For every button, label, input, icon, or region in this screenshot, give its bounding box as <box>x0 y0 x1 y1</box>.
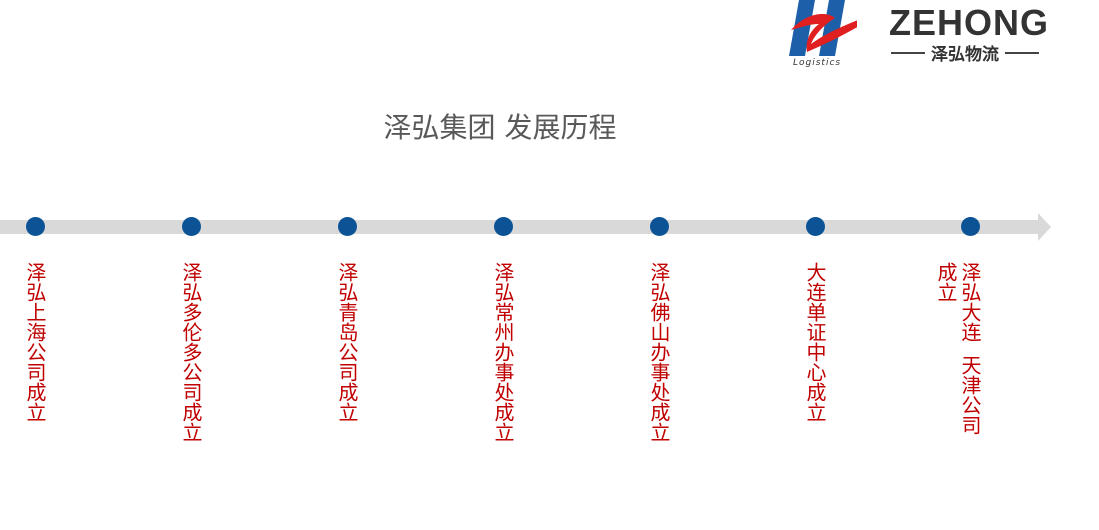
logo-cn-row: 泽弘物流 <box>891 40 1039 65</box>
milestone-text: 泽弘大连 天津公司 <box>958 262 982 435</box>
milestone-dot <box>805 217 825 236</box>
milestone-dot <box>181 217 201 236</box>
milestone-text: 泽弘常州办事处成立 <box>491 262 515 442</box>
logo-cn-name: 泽弘物流 <box>931 45 999 65</box>
timeline-arrow-icon <box>1038 213 1051 241</box>
logo-subtitle: Logistics <box>793 58 842 68</box>
milestone-text: 泽弘青岛公司成立 <box>335 262 359 422</box>
milestone-label: 泽弘青岛公司成立 <box>335 262 359 422</box>
logo-mark-icon <box>789 0 857 56</box>
milestone-text: 泽弘上海公司成立 <box>23 262 47 422</box>
page-title: 泽弘集团 发展历程 <box>383 111 617 144</box>
milestone-text: 泽弘多伦多公司成立 <box>179 262 203 442</box>
timeline-bar <box>0 220 1038 234</box>
milestone-dot <box>25 217 45 236</box>
milestone-label: 泽弘常州办事处成立 <box>491 262 515 442</box>
divider <box>891 51 925 54</box>
milestone-label: 泽弘佛山办事处成立 <box>647 262 671 442</box>
milestone-label: 泽弘大连 天津公司成立 <box>934 262 982 435</box>
milestone-dot <box>960 217 980 236</box>
milestone-text: 成立 <box>934 262 958 302</box>
milestone-dot <box>493 217 513 236</box>
milestone-text: 泽弘佛山办事处成立 <box>647 262 671 442</box>
company-logo: Logistics ZEHONG 泽弘物流 <box>785 0 1099 72</box>
logo-name: ZEHONG <box>889 2 1050 43</box>
milestone-label: 大连单证中心成立 <box>803 262 827 422</box>
milestone-dot <box>337 217 357 236</box>
milestone-dot <box>649 217 669 236</box>
divider <box>1005 51 1039 54</box>
milestone-text: 大连单证中心成立 <box>803 262 827 422</box>
milestone-label: 泽弘多伦多公司成立 <box>179 262 203 442</box>
milestone-label: 泽弘上海公司成立 <box>23 262 47 422</box>
